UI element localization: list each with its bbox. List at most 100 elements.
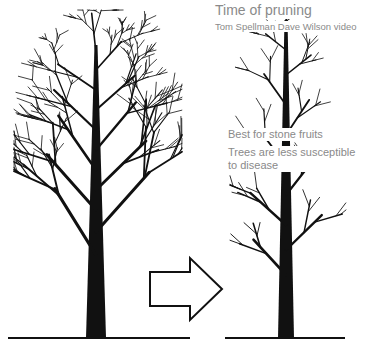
tree-branch <box>137 42 139 59</box>
tree-branch <box>49 76 51 92</box>
tree-branch <box>230 185 240 189</box>
tree-branch <box>151 145 164 148</box>
tree-branch <box>126 54 136 84</box>
tree-branch <box>113 10 119 11</box>
tree-branch <box>253 240 286 275</box>
tree-branch <box>141 20 142 29</box>
tree-branch <box>244 223 256 234</box>
tree-branch <box>145 60 147 72</box>
tree-branch <box>120 33 143 43</box>
page-note: Time of pruning <box>213 2 314 19</box>
tree-branch <box>247 70 268 80</box>
tree-branch <box>140 141 160 157</box>
tree-branch <box>32 79 46 100</box>
tree-branch <box>36 100 38 112</box>
page-note: Trees are less susceptible to disease <box>226 146 368 172</box>
tree-branch <box>115 30 116 38</box>
tree-branch <box>121 77 148 88</box>
tree-branch <box>116 29 122 34</box>
tree-branch <box>14 157 24 165</box>
tree-branch <box>27 122 30 139</box>
tree-branch <box>96 76 135 110</box>
tree-branch <box>118 18 122 24</box>
tree-branch <box>270 46 277 61</box>
tree-branch <box>40 56 42 65</box>
tree-branch <box>111 34 117 45</box>
tree-branch <box>14 131 15 136</box>
tree-branch <box>298 88 302 111</box>
tree-branch <box>149 152 182 173</box>
tree-branch <box>16 92 30 96</box>
tree-branch <box>312 58 323 61</box>
pruned-tree <box>230 14 346 338</box>
tree-branch <box>34 49 41 62</box>
tree-branch <box>257 188 270 210</box>
tree-branch <box>56 143 63 152</box>
tree-branch <box>163 87 169 98</box>
tree-branch <box>37 61 51 70</box>
tree-branch <box>96 102 136 150</box>
tree-branch <box>149 59 156 66</box>
tree-branch <box>117 28 124 47</box>
tree-branch <box>304 200 310 232</box>
tree-branch <box>315 214 343 222</box>
tree-branch <box>299 80 302 93</box>
tree-branch <box>130 23 134 28</box>
tree-branch <box>33 86 50 90</box>
tree-branch <box>264 74 286 105</box>
page-note: Tom Spellman Dave Wilson video <box>213 21 359 32</box>
tree-branch <box>146 16 155 20</box>
tree-branch <box>126 25 129 31</box>
tree-branch <box>109 27 111 34</box>
tree-branch <box>14 109 20 114</box>
tree-branch <box>253 223 260 247</box>
tree-branch <box>60 30 68 35</box>
tree-branch <box>156 68 162 76</box>
tree-branch <box>145 46 147 56</box>
tree-branch <box>32 65 34 80</box>
tree-branch <box>293 84 299 96</box>
page-note: Best for stone fruits <box>226 128 325 141</box>
tree-branch <box>286 55 311 75</box>
tree-branch <box>163 82 178 104</box>
tree-branch <box>14 144 23 152</box>
tree-branch <box>123 17 127 23</box>
tree-branch <box>15 124 20 142</box>
tree-branch <box>129 44 133 55</box>
tree-branch <box>56 28 58 38</box>
tree-branch <box>121 47 129 54</box>
tree-branch <box>261 49 270 62</box>
tree-branch <box>151 146 176 152</box>
tree-branch <box>128 56 139 82</box>
tree-branch <box>94 10 100 14</box>
tree-branch <box>256 98 264 111</box>
tree-branch <box>172 97 182 102</box>
tree-branch <box>306 34 308 47</box>
tree-branch <box>168 110 182 113</box>
tree-branch <box>96 141 146 190</box>
tree-branch <box>180 116 181 136</box>
tree-branch <box>122 19 125 24</box>
tree-branch <box>146 74 161 78</box>
tree-branch <box>174 143 182 146</box>
tree-branch <box>14 170 24 176</box>
tree-branch <box>45 104 58 107</box>
tree-branch <box>166 98 167 115</box>
tree-branch <box>159 72 167 74</box>
tree-branch <box>257 223 260 236</box>
tree-branch <box>151 29 160 31</box>
tree-branch <box>137 40 144 49</box>
tree-branch <box>303 190 309 207</box>
tree-branch <box>143 72 153 75</box>
tree-branch <box>94 10 101 34</box>
tree-branch <box>166 138 179 149</box>
tree-branch <box>54 90 96 130</box>
tree-branch <box>181 147 182 150</box>
tree-branch <box>120 20 123 25</box>
tree-branch <box>142 23 150 27</box>
tree-branch <box>315 102 331 106</box>
block-arrow <box>150 258 222 320</box>
tree-branch <box>150 43 156 51</box>
tree-branch <box>32 152 34 166</box>
